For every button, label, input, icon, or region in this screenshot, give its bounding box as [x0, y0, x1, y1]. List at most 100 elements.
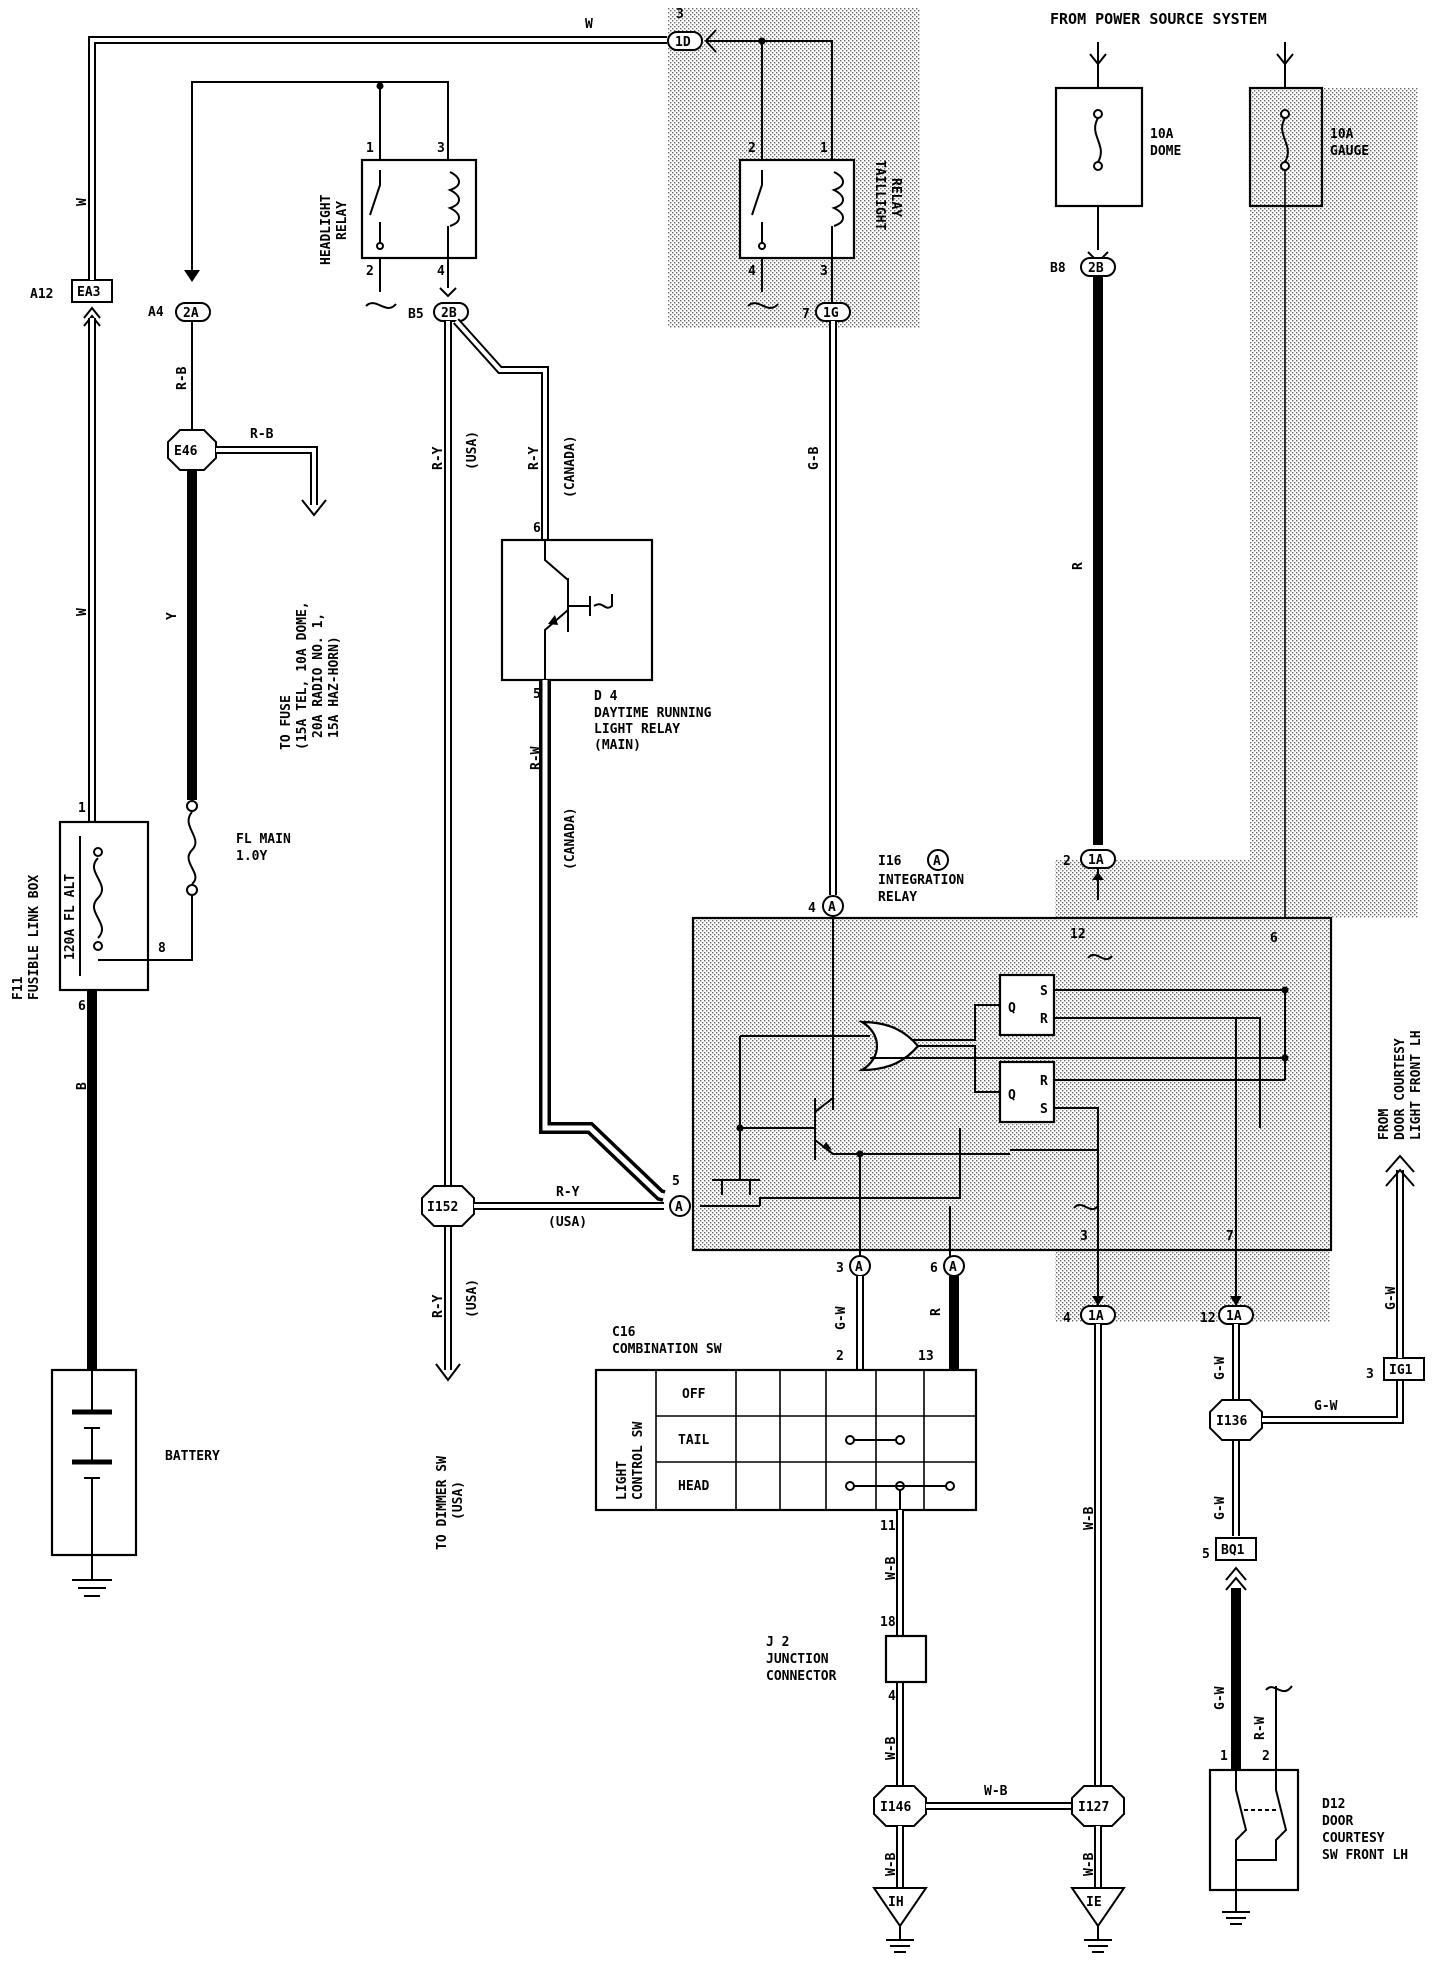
taillight-feed-wire: [706, 40, 833, 160]
gate-r-lower: R: [1040, 1074, 1048, 1089]
d12-label-3: SW FRONT LH: [1322, 1848, 1408, 1863]
j2-pin-18: 18: [880, 1615, 896, 1630]
wire-label-gw-horizontal: G-W: [1314, 1399, 1338, 1414]
headlight-pin-4: 4: [437, 264, 445, 279]
d4-label-1: DAYTIME RUNNING: [594, 706, 712, 721]
rb-branch-arrow: [216, 446, 327, 517]
note-canada-1: (CANADA): [563, 435, 578, 498]
connector-a-pin3: A: [849, 1255, 871, 1277]
junction-connector: [884, 1634, 928, 1684]
taillight-relay-label-1: TAILLIGHT: [872, 160, 887, 231]
taillight-pin-1: 1: [820, 141, 828, 156]
connector-e46: E46: [167, 429, 217, 471]
svg-text:A: A: [828, 900, 836, 915]
svg-text:IH: IH: [888, 1895, 904, 1910]
d4-id: D 4: [594, 689, 618, 704]
connector-2a: 2A: [175, 302, 211, 322]
gate-r-upper: R: [1040, 1012, 1048, 1027]
ig1-pin-3: 3: [1366, 1367, 1374, 1382]
wire-label-gw-c16: G-W: [834, 1306, 849, 1330]
wire-label-ry-usa: R-Y: [431, 446, 446, 470]
wire-label-w-left-2: W: [75, 608, 90, 616]
connector-1d: 1D: [667, 31, 703, 51]
wire-label-b: B: [75, 1082, 90, 1090]
power-source-label: FROM POWER SOURCE SYSTEM: [1050, 10, 1267, 28]
svg-text:I152: I152: [427, 1200, 458, 1215]
connector-a-pin6: A: [943, 1255, 965, 1277]
relay-pin-6-inner: 6: [1270, 931, 1278, 946]
svg-text:EA3: EA3: [77, 285, 100, 300]
gauge-shaded-area: [1250, 88, 1418, 918]
relay-pin-4: 4: [808, 901, 816, 916]
to-fuse-3: 20A RADIO NO. 1,: [311, 613, 326, 738]
light-control-switch: [594, 1368, 978, 1512]
wire-label-wb-2: W-B: [884, 1736, 899, 1760]
connector-1a-top: 1A: [1080, 849, 1116, 869]
pin-2-1a: 2: [1063, 854, 1071, 869]
headlight-relay-label-2: RELAY: [335, 201, 350, 240]
relay-pin-5: 5: [672, 1174, 680, 1189]
relay-pin-3: 3: [836, 1261, 844, 1276]
from-door-2: DOOR COURTESY: [1393, 1038, 1408, 1140]
svg-text:I136: I136: [1216, 1414, 1247, 1429]
j2-label-2: CONNECTOR: [766, 1669, 837, 1684]
relay-pin-4-lower: 4: [1063, 1311, 1071, 1326]
battery-label: BATTERY: [165, 1449, 220, 1464]
rw-tilde: [1265, 1685, 1293, 1693]
fl-main-fuse: [186, 800, 198, 905]
taillight-pin-3: 3: [820, 264, 828, 279]
integration-upper-shaded-area: [1055, 860, 1330, 920]
tilde-3: [1073, 1203, 1099, 1211]
connector-b5-label: B5: [408, 307, 424, 322]
integration-relay: [691, 916, 1333, 1260]
taillight-pin-4: 4: [748, 264, 756, 279]
wire-label-w-left-1: W: [75, 198, 90, 206]
relay-pin-12-inner: 12: [1070, 927, 1086, 942]
gauge-fuse-label: GAUGE: [1330, 144, 1369, 159]
taillight-relay: [738, 158, 856, 309]
switch-tail: TAIL: [678, 1433, 709, 1448]
to-dimmer-2: (USA): [451, 1481, 466, 1520]
connector-i152: I152: [421, 1185, 475, 1227]
fl-alt-label: 120A FL ALT: [63, 874, 78, 960]
ground-ih: IH: [872, 1887, 928, 1953]
fusible-link-box: [58, 820, 193, 992]
svg-text:A: A: [855, 1260, 863, 1275]
note-usa-2: (USA): [548, 1215, 587, 1230]
headlight-relay: [191, 81, 478, 309]
wire-label-gw-d12: G-W: [1213, 1686, 1228, 1710]
to-dimmer-1: TO DIMMER SW: [435, 1456, 450, 1550]
svg-text:IG1: IG1: [1389, 1363, 1413, 1378]
connector-1a-pin4: 1A: [1080, 1305, 1116, 1325]
bq1-pin-5: 5: [1202, 1547, 1210, 1562]
pin-7-1g: 7: [802, 307, 810, 322]
wire-label-wb-horizontal: W-B: [984, 1784, 1008, 1799]
wire-label-w-top: W: [585, 17, 593, 32]
note-usa-3: (USA): [465, 1279, 480, 1318]
switch-off: OFF: [682, 1387, 706, 1402]
dome-fuse-label: DOME: [1150, 144, 1181, 159]
fusible-box-label: FUSIBLE LINK BOX: [27, 875, 42, 1000]
to-fuse-2: (15A TEL, 10A DOME,: [295, 601, 310, 750]
wire-label-rb-vertical: R-B: [175, 366, 190, 390]
d4-pin-5: 5: [533, 687, 541, 702]
tilde-12: [1087, 953, 1113, 961]
connector-2b-b5: 2B: [433, 302, 469, 322]
wire-label-gb: G-B: [807, 446, 822, 470]
connector-ig1: IG1: [1383, 1357, 1425, 1381]
d4-label-2: LIGHT RELAY: [594, 722, 680, 737]
svg-text:1A: 1A: [1088, 1309, 1104, 1324]
switch-head: HEAD: [678, 1479, 709, 1494]
gauge-fuse-amp: 10A: [1330, 127, 1354, 142]
connector-bq1: BQ1: [1215, 1537, 1257, 1561]
c16-label: COMBINATION SW: [612, 1342, 722, 1357]
wire-label-r-c16: R: [929, 1308, 944, 1316]
dome-fuse-amp: 10A: [1150, 127, 1174, 142]
d12-pin-2: 2: [1262, 1749, 1270, 1764]
connector-ea3: EA3: [71, 279, 113, 303]
connector-i127: I127: [1071, 1785, 1125, 1827]
c16-pin-2: 2: [836, 1349, 844, 1364]
svg-text:E46: E46: [174, 444, 198, 459]
taillight-pin-2: 2: [748, 141, 756, 156]
dome-fuse: [1054, 42, 1144, 250]
